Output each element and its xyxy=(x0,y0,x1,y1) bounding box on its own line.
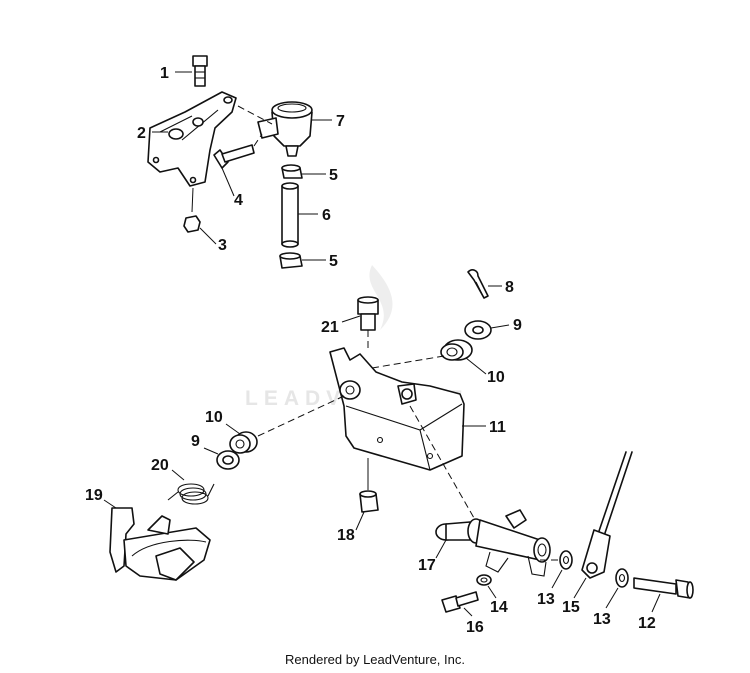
part-13-washer-left[interactable] xyxy=(559,550,573,570)
part-18-nut[interactable] xyxy=(359,490,379,513)
part-2-bracket[interactable] xyxy=(147,91,237,187)
callout-17: 17 xyxy=(418,557,436,574)
part-10-bushing-upper[interactable] xyxy=(440,339,473,361)
callout-16: 16 xyxy=(466,619,484,636)
callout-9a: 9 xyxy=(513,317,522,334)
part-19-pedal-lever[interactable] xyxy=(109,507,211,581)
callout-8: 8 xyxy=(505,279,514,296)
callout-12: 12 xyxy=(638,615,656,632)
callout-14: 14 xyxy=(490,599,508,616)
callout-4: 4 xyxy=(234,192,243,209)
callouts: 1 2 3 4 5 6 7 5 8 9 21 10 10 11 9 20 19 xyxy=(85,65,661,636)
callout-5a: 5 xyxy=(329,167,338,184)
callout-2: 2 xyxy=(137,125,146,142)
footer-credit: Rendered by LeadVenture, Inc. xyxy=(285,652,465,667)
callout-5b: 5 xyxy=(329,253,338,270)
part-4-bolt[interactable] xyxy=(213,144,255,169)
callout-7: 7 xyxy=(336,113,345,130)
callout-1: 1 xyxy=(160,65,169,82)
part-14-washer[interactable] xyxy=(476,574,492,586)
part-10-bushing-lower[interactable] xyxy=(229,431,258,454)
part-7-reservoir[interactable] xyxy=(257,101,313,157)
part-9-washer-lower[interactable] xyxy=(216,450,240,470)
callout-9b: 9 xyxy=(191,433,200,450)
part-3-nut[interactable] xyxy=(183,215,201,233)
part-5-clamp-lower[interactable] xyxy=(279,252,303,269)
part-13-washer-right[interactable] xyxy=(615,568,629,588)
callout-10b: 10 xyxy=(205,409,223,426)
part-1-bolt[interactable] xyxy=(192,55,208,87)
part-5-clamp-upper[interactable] xyxy=(281,164,303,179)
part-15-clevis[interactable] xyxy=(581,451,633,579)
callout-19: 19 xyxy=(85,487,103,504)
part-20-spring[interactable] xyxy=(167,483,215,505)
callout-10a: 10 xyxy=(487,369,505,386)
callout-15: 15 xyxy=(562,599,580,616)
part-11-main-bracket[interactable] xyxy=(329,347,465,471)
part-17-master-cylinder[interactable] xyxy=(435,509,551,577)
part-9-washer-upper[interactable] xyxy=(464,320,492,340)
callout-3: 3 xyxy=(218,237,227,254)
part-12-bolt[interactable] xyxy=(633,577,694,599)
part-8-cotter-pin[interactable] xyxy=(467,269,489,299)
callout-13b: 13 xyxy=(593,611,611,628)
part-16-bolt[interactable] xyxy=(441,591,479,613)
part-21-bolt[interactable] xyxy=(357,296,379,331)
callout-13a: 13 xyxy=(537,591,555,608)
callout-18: 18 xyxy=(337,527,355,544)
callout-21: 21 xyxy=(321,319,339,336)
callout-11: 11 xyxy=(489,419,506,436)
part-6-hose[interactable] xyxy=(281,182,299,248)
callout-6: 6 xyxy=(322,207,331,224)
callout-20: 20 xyxy=(151,457,169,474)
